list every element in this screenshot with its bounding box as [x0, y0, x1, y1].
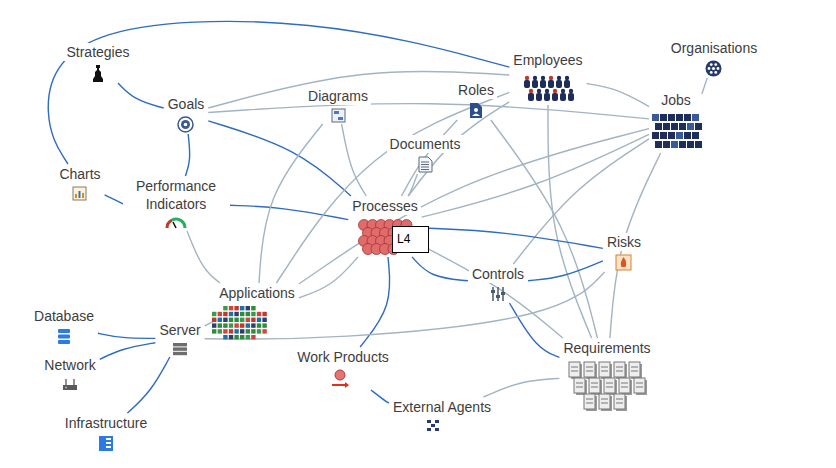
connector	[422, 228, 603, 248]
db-icon	[57, 328, 71, 345]
connector	[401, 120, 457, 196]
reqs-icon	[565, 360, 649, 412]
entity-node: Controls	[469, 265, 527, 302]
entity-node: Performance Indicators	[123, 177, 229, 230]
net-icon	[62, 377, 78, 391]
connector	[98, 333, 155, 338]
connector	[548, 105, 592, 338]
entity-node: Charts	[56, 165, 103, 201]
node-label: Risks	[604, 233, 644, 251]
entity-node: Requirements	[560, 339, 653, 412]
roles-icon	[469, 102, 483, 119]
node-label: External Agents	[390, 398, 494, 416]
entity-node: Server	[156, 321, 203, 356]
diag-icon	[331, 108, 346, 123]
entity-node: Database	[31, 307, 97, 345]
connector	[528, 261, 603, 281]
node-label: Server	[156, 321, 203, 339]
connector	[118, 83, 164, 108]
entity-node: Employees	[510, 51, 585, 104]
level-tag: L4	[392, 226, 429, 253]
node-label: Requirements	[560, 339, 653, 357]
connector	[422, 246, 563, 338]
node-label: Jobs	[658, 91, 694, 109]
node-label: Infrastructure	[62, 414, 150, 432]
entity-node: Network	[41, 356, 98, 391]
node-label: Strategies	[63, 43, 132, 61]
entity-node: Risks	[604, 233, 644, 271]
ctrl-icon	[490, 286, 506, 302]
target-icon	[177, 116, 194, 133]
connector	[187, 231, 220, 283]
node-label: Applications	[216, 284, 298, 302]
entity-node: Organisations	[668, 39, 760, 77]
gauge-icon	[164, 216, 188, 230]
entity-node: Work Products	[294, 348, 392, 389]
node-label: Database	[31, 307, 97, 325]
connector	[509, 303, 559, 357]
node-label: Diagrams	[305, 87, 371, 105]
node-label: Employees	[510, 51, 585, 69]
connector	[491, 120, 598, 338]
node-label: Roles	[455, 81, 497, 99]
connector	[342, 124, 367, 196]
node-label: Processes	[349, 197, 420, 215]
connector	[205, 272, 605, 339]
chess-icon	[90, 64, 106, 82]
node-label: L4	[393, 227, 414, 251]
entity-node: Infrastructure	[62, 414, 150, 451]
node-label: Controls	[469, 265, 527, 283]
infra-icon	[98, 435, 114, 451]
connector	[48, 21, 509, 164]
entity-node: External Agents	[390, 398, 494, 432]
entity-node: Jobs	[650, 91, 702, 152]
connector	[371, 390, 389, 403]
entity-node: Strategies	[63, 43, 132, 82]
node-label: Organisations	[668, 39, 760, 57]
apps-icon	[211, 305, 269, 341]
entity-node: Applications	[216, 284, 298, 341]
connector	[412, 257, 468, 281]
entity-node: Diagrams	[305, 87, 371, 123]
people-icon	[521, 72, 575, 104]
connector	[587, 84, 649, 107]
node-label: Network	[41, 356, 98, 374]
entity-node: Goals	[165, 95, 208, 133]
jobs-icon	[650, 112, 702, 152]
connector	[299, 257, 358, 298]
node-label: Documents	[387, 135, 464, 153]
connector	[127, 357, 169, 413]
connector	[230, 205, 348, 219]
node-label: Goals	[165, 95, 208, 113]
doc-icon	[417, 156, 433, 173]
node-label: Performance Indicators	[123, 177, 229, 213]
risk-icon	[615, 254, 632, 271]
node-label: Work Products	[294, 348, 392, 366]
connector	[299, 129, 649, 284]
wp-icon	[331, 369, 349, 389]
connector	[208, 71, 509, 108]
connector	[276, 92, 509, 283]
server-icon	[172, 342, 188, 356]
entity-node: Documents	[387, 135, 464, 173]
connector	[702, 78, 707, 94]
connector	[100, 343, 156, 360]
connector	[208, 104, 649, 119]
entity-node: Roles	[455, 81, 497, 119]
chart-icon	[72, 186, 87, 201]
connector	[259, 124, 323, 283]
connector	[483, 378, 559, 397]
connector	[185, 134, 189, 176]
org-icon	[705, 60, 722, 77]
ext-icon	[426, 419, 440, 432]
node-label: Charts	[56, 165, 103, 183]
